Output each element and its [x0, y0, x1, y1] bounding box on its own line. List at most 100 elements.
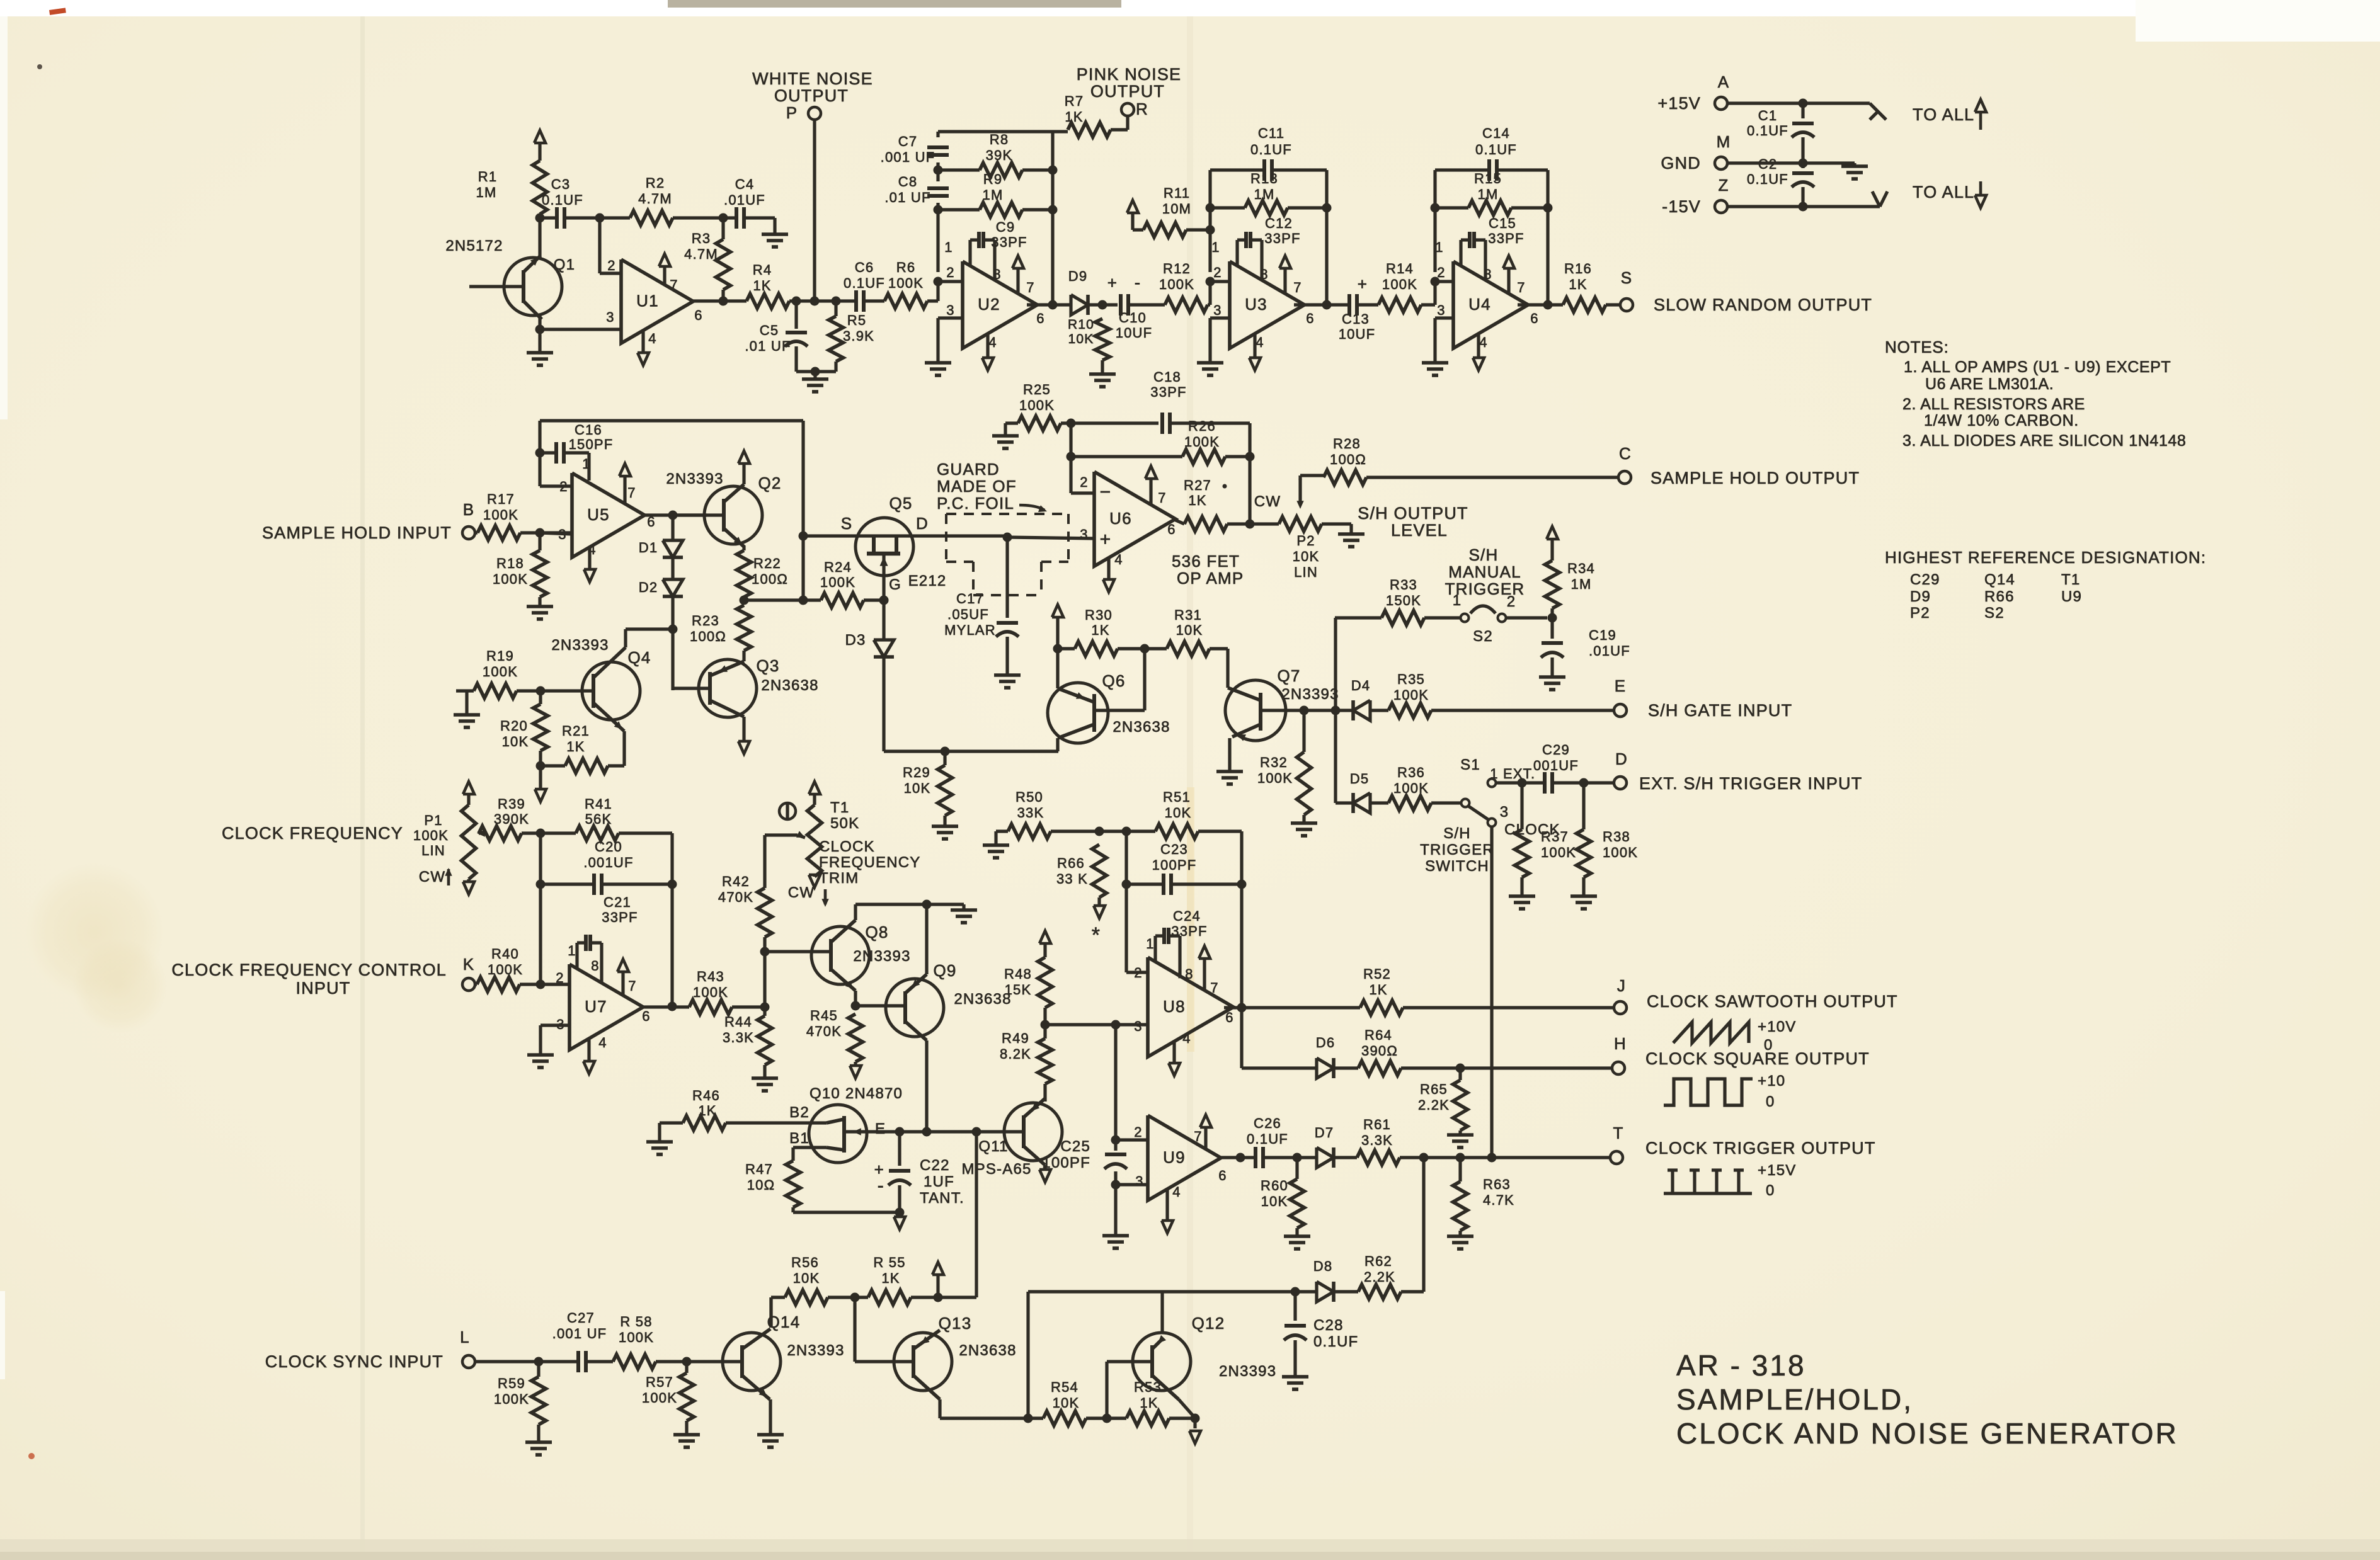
svg-text:.001 UF: .001 UF	[552, 1326, 607, 1341]
svg-text:100Ω: 100Ω	[752, 571, 788, 587]
svg-text:Q10 2N4870: Q10 2N4870	[810, 1085, 903, 1102]
svg-text:P1: P1	[424, 812, 442, 828]
svg-text:R18: R18	[496, 555, 524, 571]
svg-text:1: 1	[1453, 592, 1462, 609]
svg-text:R33: R33	[1390, 577, 1417, 593]
svg-text:R15: R15	[1474, 171, 1502, 186]
svg-text:B: B	[463, 500, 475, 519]
svg-text:8: 8	[1484, 266, 1492, 282]
svg-text:3: 3	[1135, 1173, 1143, 1189]
svg-text:4.7M: 4.7M	[684, 246, 718, 262]
svg-text:G: G	[889, 576, 901, 593]
svg-text:R4: R4	[753, 262, 772, 278]
svg-text:1M: 1M	[983, 187, 1004, 203]
svg-text:4: 4	[1182, 1030, 1191, 1046]
svg-text:LIN: LIN	[421, 843, 445, 858]
svg-text:10K: 10K	[793, 1270, 820, 1286]
svg-text:1UF: 1UF	[924, 1173, 954, 1190]
svg-text:7: 7	[670, 277, 678, 293]
svg-text:0: 0	[1766, 1182, 1775, 1199]
svg-text:3: 3	[1437, 302, 1445, 318]
svg-text:L: L	[460, 1328, 470, 1346]
svg-text:0.1UF: 0.1UF	[844, 275, 885, 291]
svg-text:8: 8	[1260, 266, 1268, 282]
svg-text:.001UF: .001UF	[583, 855, 633, 870]
svg-text:TRIGGER: TRIGGER	[1445, 579, 1525, 598]
svg-text:AR - 318: AR - 318	[1676, 1349, 1806, 1382]
svg-text:R56: R56	[791, 1255, 819, 1270]
svg-text:100K: 100K	[1393, 687, 1429, 703]
svg-text:C5: C5	[760, 322, 779, 338]
svg-text:S2: S2	[1984, 605, 2005, 622]
svg-text:R61: R61	[1363, 1117, 1391, 1132]
svg-text:U6 ARE LM301A.: U6 ARE LM301A.	[1925, 375, 2054, 393]
svg-text:D: D	[916, 514, 929, 533]
svg-text:10UF: 10UF	[1339, 326, 1376, 342]
svg-text:C1: C1	[1758, 108, 1778, 123]
svg-text:SAMPLE HOLD OUTPUT: SAMPLE HOLD OUTPUT	[1651, 469, 1860, 487]
svg-text:U6: U6	[1109, 509, 1132, 528]
svg-text:0: 0	[1766, 1093, 1775, 1110]
svg-text:R36: R36	[1397, 765, 1425, 780]
svg-text:U8: U8	[1163, 997, 1186, 1016]
svg-text:TANT.: TANT.	[920, 1190, 964, 1207]
svg-text:6: 6	[642, 1008, 650, 1024]
svg-text:U9: U9	[2061, 588, 2082, 605]
svg-text:J: J	[1617, 976, 1626, 995]
svg-text:R28: R28	[1333, 436, 1361, 452]
svg-text:R22: R22	[753, 555, 781, 571]
svg-text:R65: R65	[1420, 1081, 1448, 1097]
svg-text:10K: 10K	[1068, 332, 1094, 346]
svg-text:SAMPLE/HOLD,: SAMPLE/HOLD,	[1676, 1383, 1913, 1416]
svg-text:2N3638: 2N3638	[761, 677, 818, 694]
svg-text:U4: U4	[1468, 295, 1491, 314]
svg-text:D9: D9	[1910, 588, 1931, 605]
svg-text:S: S	[1621, 268, 1633, 287]
svg-text:LEVEL: LEVEL	[1391, 521, 1448, 540]
svg-text:7: 7	[1293, 280, 1302, 295]
svg-text:H: H	[1614, 1034, 1627, 1053]
svg-text:7: 7	[628, 978, 636, 994]
svg-text:OUTPUT: OUTPUT	[1090, 82, 1165, 101]
svg-text:100K: 100K	[1159, 276, 1194, 292]
svg-text:470K: 470K	[718, 889, 753, 905]
svg-text:M: M	[1717, 132, 1731, 151]
svg-text:C16: C16	[575, 422, 602, 438]
svg-text:Q2: Q2	[758, 474, 781, 492]
svg-text:R17: R17	[487, 491, 515, 507]
svg-text:INPUT: INPUT	[296, 979, 351, 998]
svg-text:R66: R66	[1984, 588, 2015, 605]
svg-text:0.1UF: 0.1UF	[1250, 142, 1292, 157]
svg-text:CLOCK AND NOISE GENERATOR: CLOCK AND NOISE GENERATOR	[1676, 1417, 2178, 1450]
svg-text:Z: Z	[1718, 176, 1729, 195]
svg-text:2: 2	[946, 265, 954, 280]
svg-text:6: 6	[1167, 521, 1176, 537]
svg-text:100K: 100K	[413, 828, 449, 843]
svg-text:3.3K: 3.3K	[723, 1030, 754, 1045]
svg-text:6: 6	[647, 514, 655, 530]
svg-text:E212: E212	[908, 572, 947, 589]
svg-text:+15V: +15V	[1657, 94, 1701, 113]
svg-text:Q14: Q14	[1984, 571, 2015, 588]
svg-text:Q12: Q12	[1192, 1314, 1225, 1333]
svg-text:3.3K: 3.3K	[1361, 1132, 1393, 1148]
svg-text:R31: R31	[1174, 607, 1202, 623]
svg-text:MYLAR: MYLAR	[944, 622, 996, 638]
svg-text:1K: 1K	[1091, 622, 1109, 638]
svg-text:C10: C10	[1119, 310, 1147, 326]
svg-text:R49: R49	[1002, 1030, 1029, 1046]
svg-text:S1: S1	[1460, 756, 1480, 773]
svg-text:1: 1	[1146, 936, 1154, 952]
svg-text:1: 1	[944, 239, 953, 255]
svg-text:1M: 1M	[1254, 186, 1275, 202]
svg-text:R47: R47	[745, 1161, 773, 1177]
svg-text:D9: D9	[1068, 268, 1088, 284]
svg-text:R16: R16	[1564, 261, 1592, 276]
svg-text:10K: 10K	[1261, 1193, 1288, 1209]
svg-text:10M: 10M	[1162, 201, 1191, 217]
svg-text:C7: C7	[898, 134, 918, 149]
svg-text:EXT. S/H TRIGGER INPUT: EXT. S/H TRIGGER INPUT	[1639, 774, 1862, 793]
svg-text:100K: 100K	[493, 571, 528, 587]
svg-text:Q11: Q11	[978, 1138, 1008, 1155]
svg-text:-15V: -15V	[1662, 197, 1701, 216]
